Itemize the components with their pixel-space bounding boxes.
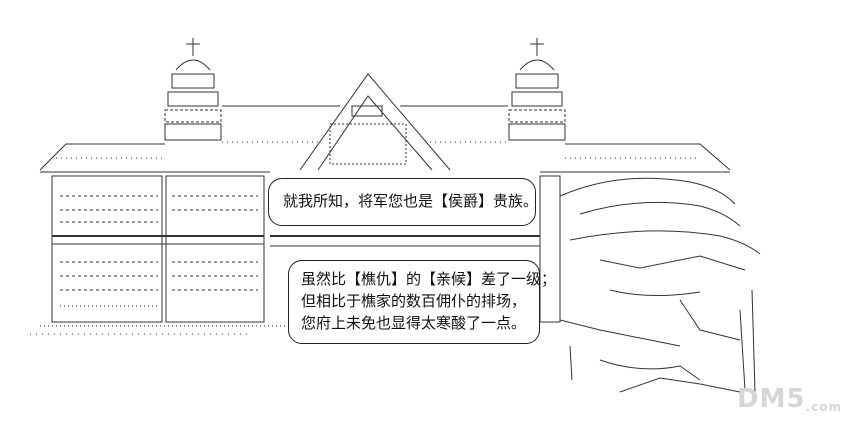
central-gable [299,73,451,171]
speech-line: 就我所知，将军您也是【侯爵】贵族。 [283,192,539,210]
character-figure [559,177,761,393]
speech-line: 虽然比【樵仇】的【亲候】差了一级； [301,270,557,288]
right-tower [508,38,566,141]
watermark-main: DM5 [737,384,806,414]
speech-line: 您府上未免也显得太寒酸了一点。 [301,314,527,332]
left-tower [164,38,222,141]
building-body [30,175,561,335]
speech-bubble-2: 虽然比【樵仇】的【亲候】差了一级； 但相比于樵家的数百佣仆的排场， 您府上未免也… [288,260,557,344]
watermark-logo: DM5.com [737,384,842,414]
roof-lines [39,105,731,173]
speech-bubble-1: 就我所知，将军您也是【侯爵】贵族。 [268,178,539,226]
watermark-sub: .com [805,400,842,414]
speech-line: 但相比于樵家的数百佣仆的排场， [301,292,527,310]
